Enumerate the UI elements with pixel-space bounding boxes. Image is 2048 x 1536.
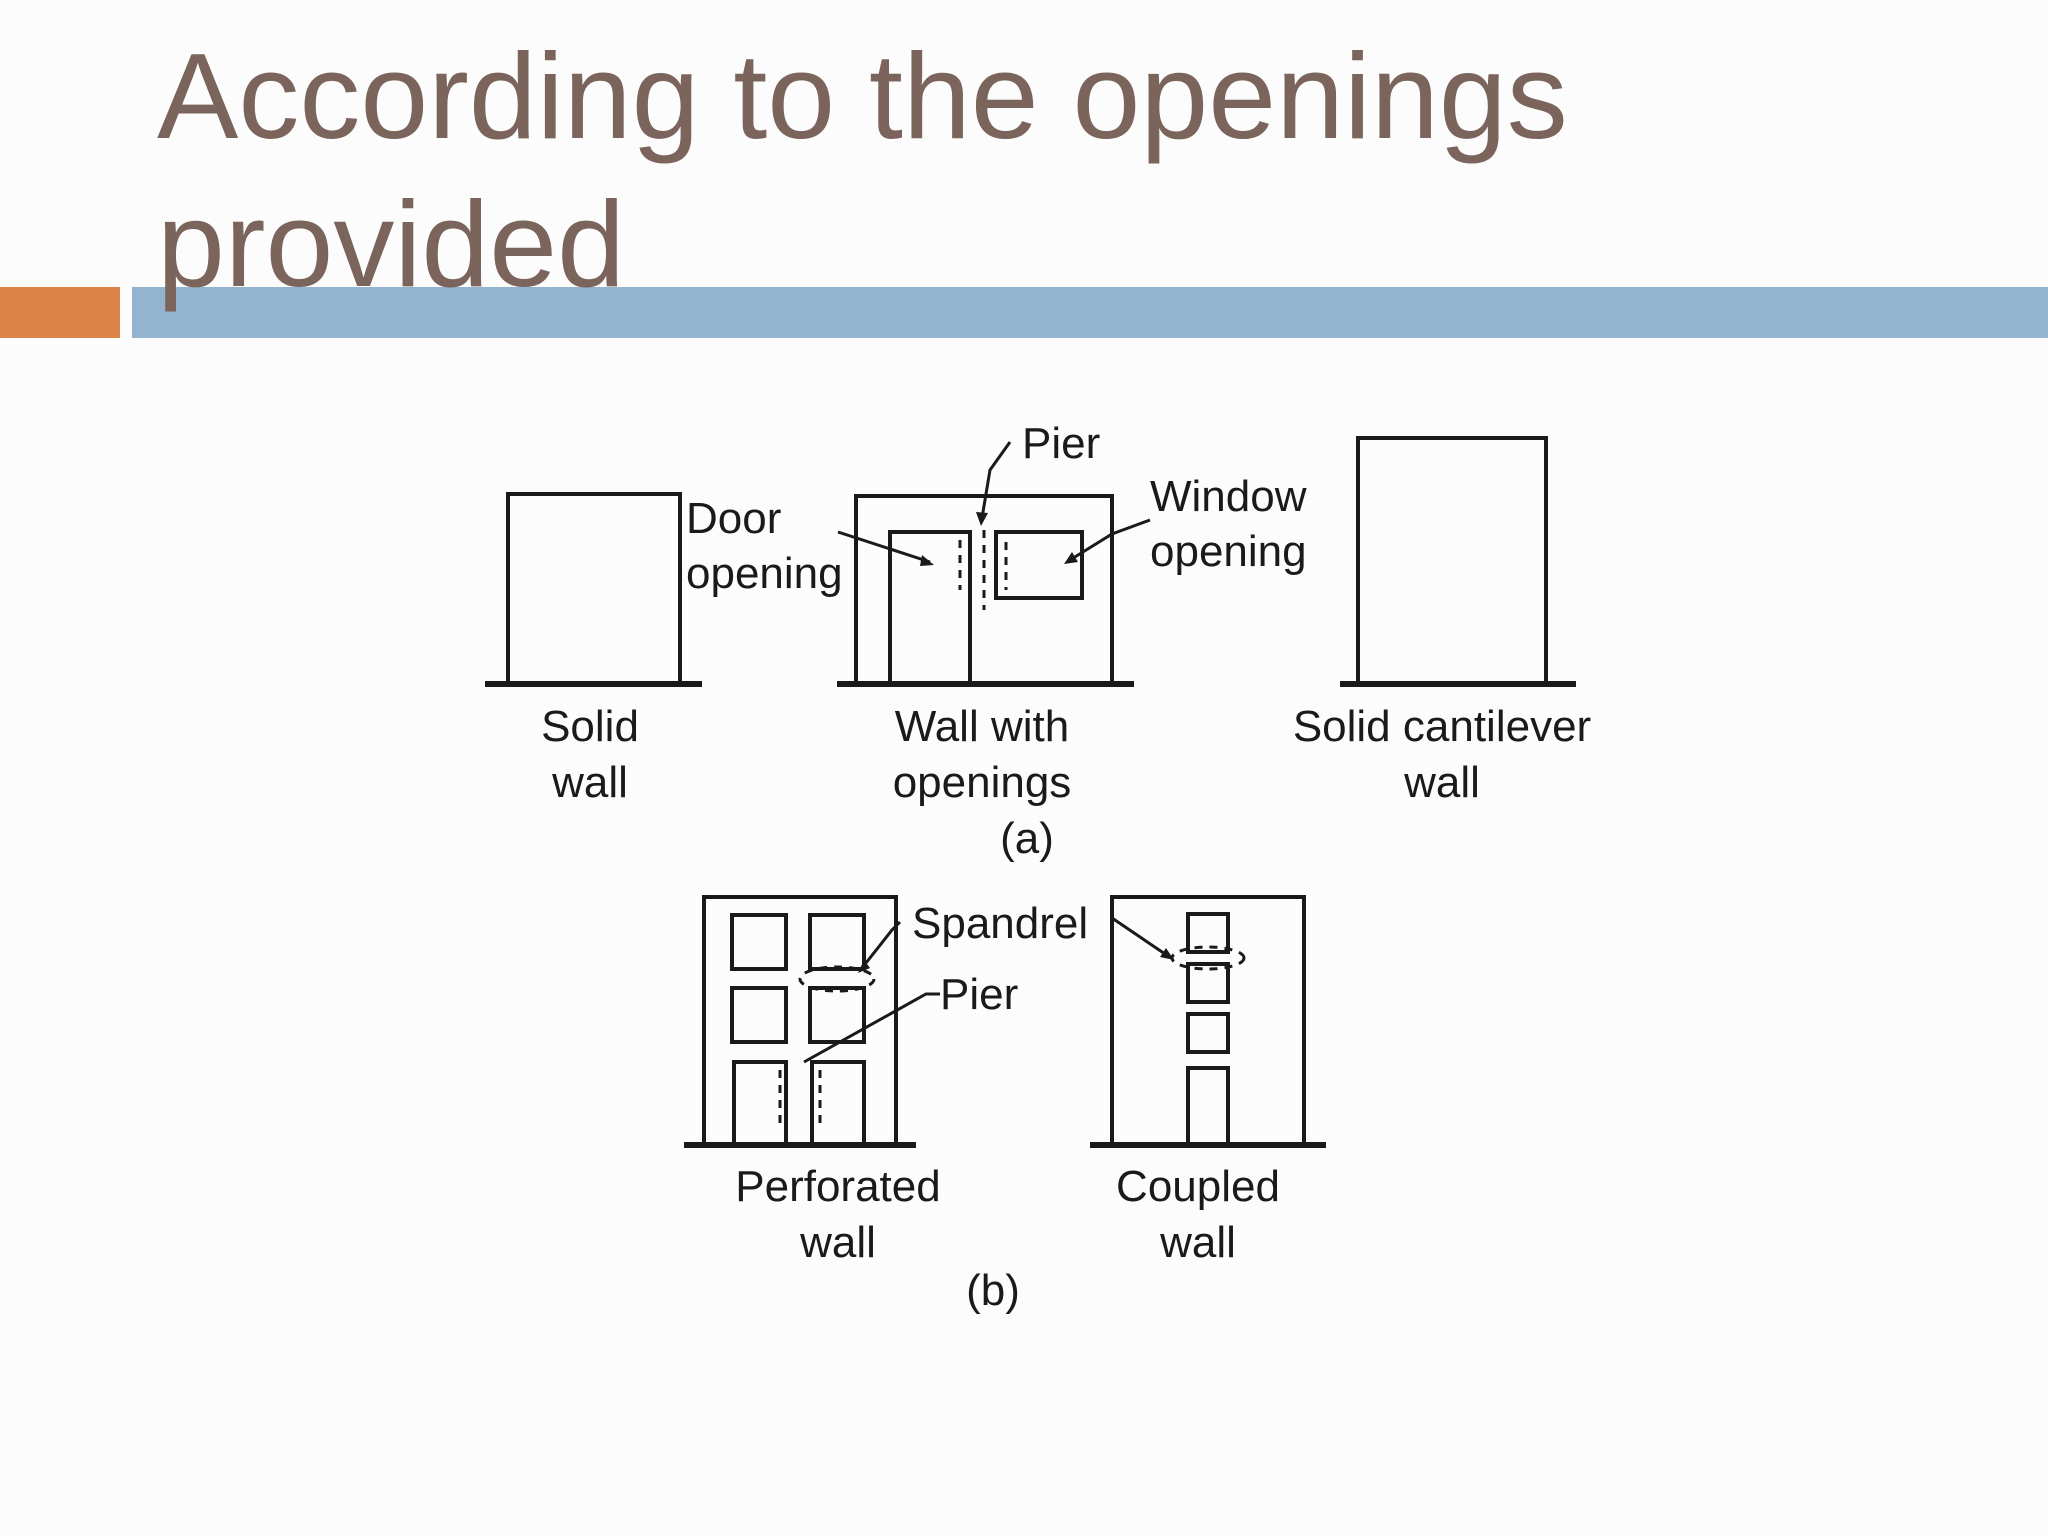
- pier-callout-a: Pier: [1022, 419, 1100, 468]
- perforated-wall-label-line1: Perforated: [735, 1162, 940, 1211]
- door-opening-callout-line2: opening: [686, 549, 843, 598]
- caption-b: (b): [966, 1266, 1020, 1315]
- spandrel-callout: Spandrel: [912, 899, 1088, 948]
- pier-callout-b: Pier: [940, 970, 1018, 1019]
- coupled-wall-figure: [1090, 895, 1326, 1148]
- window-opening-callout-line1: Window: [1150, 472, 1307, 521]
- window-opening-callout-line2: opening: [1150, 527, 1307, 576]
- solid-wall-figure: [485, 492, 702, 687]
- perforated-wall-label-line2: wall: [799, 1218, 876, 1267]
- slide-title: According to the openings provided: [157, 28, 1568, 312]
- door-opening-callout-line1: Door: [686, 494, 781, 543]
- coupled-wall-label-line2: wall: [1159, 1218, 1236, 1267]
- title-accent-bar-blue: [132, 287, 2048, 338]
- solid-cantilever-wall-figure: [1340, 436, 1576, 687]
- title-accent-bar-orange: [0, 287, 120, 338]
- solid-cantilever-wall-label-line1: Solid cantilever: [1293, 702, 1591, 751]
- coupled-wall-label-line1: Coupled: [1116, 1162, 1280, 1211]
- solid-wall-label-line2: wall: [551, 758, 628, 807]
- wall-with-openings-label-line2: openings: [893, 758, 1072, 807]
- solid-wall-label-line1: Solid: [541, 702, 639, 751]
- wall-with-openings-label-line1: Wall with: [895, 702, 1069, 751]
- solid-cantilever-wall-label-line2: wall: [1403, 758, 1480, 807]
- caption-a: (a): [1000, 814, 1054, 863]
- wall-with-openings-figure: [837, 441, 1151, 687]
- perforated-wall-figure: [684, 895, 940, 1148]
